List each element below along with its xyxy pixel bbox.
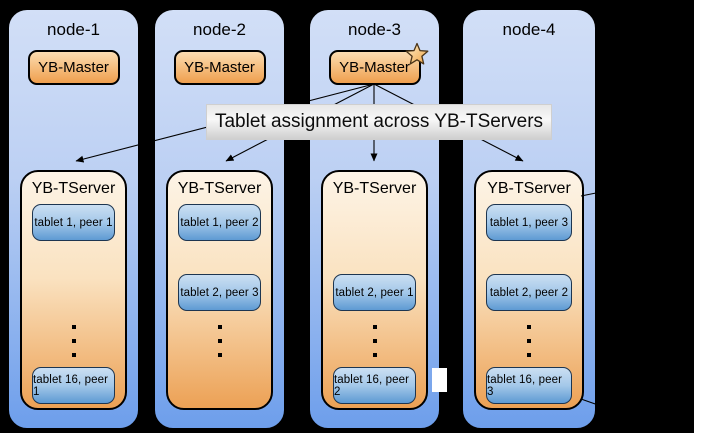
node-1-title: node-1	[47, 20, 100, 39]
tablet-box: tablet 1, peer 3	[486, 204, 572, 241]
tablet-box: tablet 1, peer 1	[32, 204, 115, 241]
node-1-yb-tserver-label: YB-TServer	[31, 180, 116, 197]
node-3-yb-tserver-label: YB-TServer	[332, 180, 417, 197]
tablet-box: tablet 1, peer 2	[178, 204, 261, 241]
node-2-yb-master-label: YB-Master	[184, 59, 255, 76]
artifact-square	[432, 368, 447, 392]
node-1-yb-tserver-box: YB-TServer tablet 1, peer 1 tablet 16, p…	[20, 170, 127, 410]
node-3-column: node-3 YB-Master YB-TServer tablet 2, pe…	[308, 8, 441, 430]
node-2-column: node-2 YB-Master YB-TServer tablet 1, pe…	[153, 8, 286, 430]
node-4-column: node-4 YB-TServer tablet 1, peer 3 table…	[461, 8, 597, 430]
node-2-yb-tserver-label: YB-TServer	[177, 180, 262, 197]
tablet-box: tablet 16, peer 2	[333, 367, 416, 404]
node-2-yb-master-box: YB-Master	[173, 50, 266, 85]
leader-star-icon	[405, 42, 428, 65]
tablet-box: tablet 2, peer 2	[486, 274, 572, 311]
tablet-box: tablet 16, peer 1	[32, 367, 115, 404]
ellipsis-dots	[323, 325, 426, 357]
ellipsis-dots	[22, 325, 125, 357]
tablet-box: tablet 2, peer 3	[178, 274, 261, 311]
tablet-box: tablet 2, peer 1	[333, 274, 416, 311]
node-4-yb-tserver-label: YB-TServer	[487, 180, 571, 197]
node-2-title: node-2	[193, 20, 246, 39]
node-4-yb-tserver-box: YB-TServer tablet 1, peer 3 tablet 2, pe…	[474, 170, 584, 410]
node-1-yb-master-label: YB-Master	[38, 59, 109, 76]
node-3-yb-master-label: YB-Master	[339, 59, 410, 76]
ellipsis-dots	[476, 325, 582, 357]
node-3-yb-master-box: YB-Master	[328, 42, 428, 85]
node-1-yb-master-box: YB-Master	[27, 50, 120, 85]
node-3-yb-tserver-box: YB-TServer tablet 2, peer 1 tablet 16, p…	[321, 170, 428, 410]
tablet-box: tablet 16, peer 3	[486, 367, 572, 404]
node-1-column: node-1 YB-Master YB-TServer tablet 1, pe…	[7, 8, 140, 430]
node-4-title: node-4	[502, 20, 556, 39]
node-2-yb-tserver-box: YB-TServer tablet 1, peer 2 tablet 2, pe…	[166, 170, 273, 410]
node-3-title: node-3	[348, 20, 401, 39]
ellipsis-dots	[168, 325, 271, 357]
annotation-label: Tablet assignment across YB-TServers	[206, 104, 552, 140]
